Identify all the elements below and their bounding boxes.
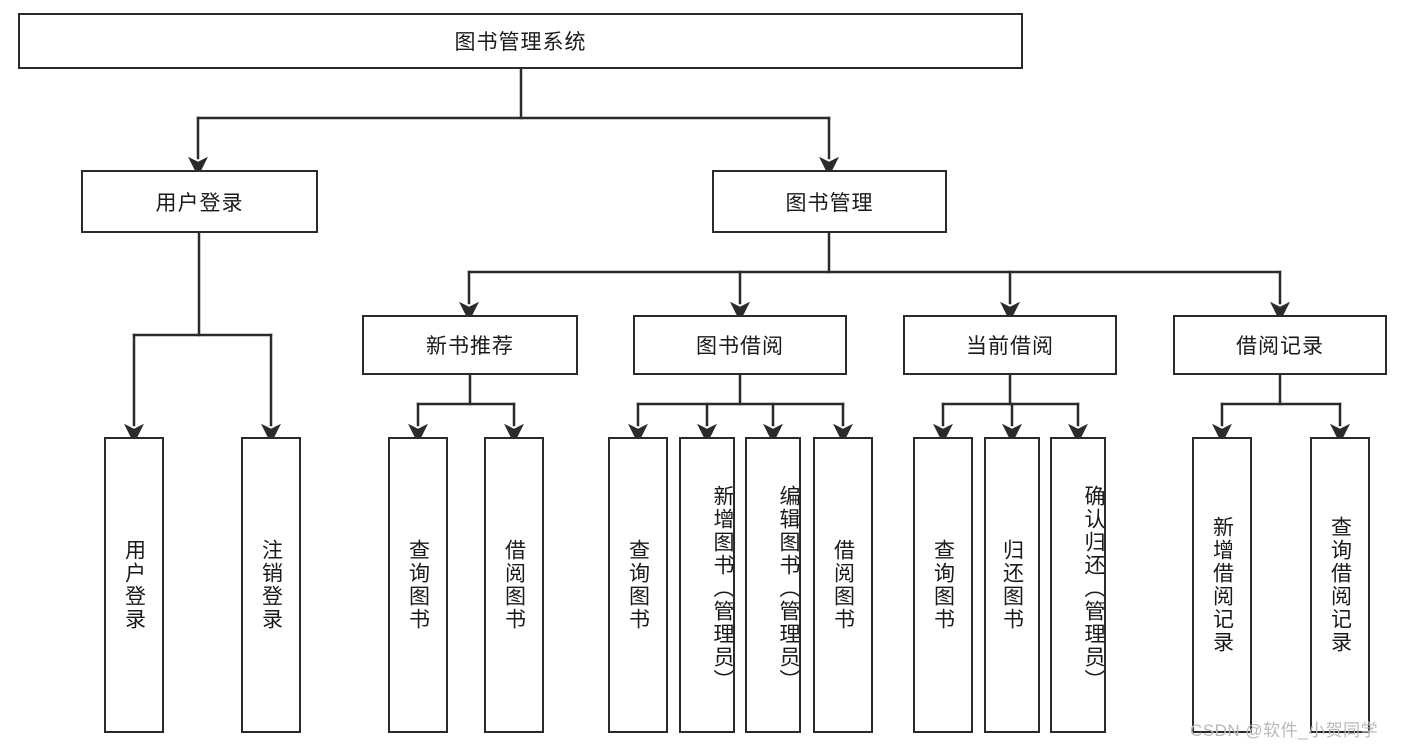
- node-leaf-query-book-1[interactable]: 查询图书: [388, 437, 448, 733]
- node-leaf-user-login-label: 用户登录: [122, 539, 146, 631]
- node-book-manage[interactable]: 图书管理: [712, 170, 947, 233]
- node-leaf-add-borrow-record-label: 新增借阅记录: [1210, 516, 1234, 654]
- node-leaf-edit-book-admin-label: 编辑图书（管理员）: [777, 484, 800, 692]
- node-leaf-borrow-book-1-label: 借阅图书: [502, 539, 526, 631]
- node-leaf-query-book-3[interactable]: 查询图书: [913, 437, 973, 733]
- node-leaf-query-borrow-record-label: 查询借阅记录: [1328, 516, 1352, 654]
- node-new-book-rec[interactable]: 新书推荐: [362, 315, 578, 375]
- node-user-login[interactable]: 用户登录: [81, 170, 318, 233]
- node-leaf-return-book[interactable]: 归还图书: [984, 437, 1040, 733]
- node-leaf-query-book-2-label: 查询图书: [626, 539, 650, 631]
- node-current-borrow[interactable]: 当前借阅: [903, 315, 1117, 375]
- node-new-book-rec-label: 新书推荐: [426, 335, 514, 358]
- node-leaf-return-book-label: 归还图书: [1000, 539, 1024, 631]
- node-borrow-record[interactable]: 借阅记录: [1173, 315, 1387, 375]
- node-book-borrow-label: 图书借阅: [696, 335, 784, 358]
- node-leaf-borrow-book-2[interactable]: 借阅图书: [813, 437, 873, 733]
- node-leaf-add-borrow-record[interactable]: 新增借阅记录: [1192, 437, 1252, 733]
- node-leaf-user-login[interactable]: 用户登录: [104, 437, 164, 733]
- node-leaf-logout-label: 注销登录: [259, 539, 283, 631]
- node-leaf-logout[interactable]: 注销登录: [241, 437, 301, 733]
- node-leaf-add-book-admin[interactable]: 新增图书（管理员）: [679, 437, 735, 733]
- node-leaf-borrow-book-2-label: 借阅图书: [831, 539, 855, 631]
- node-leaf-add-book-admin-label: 新增图书（管理员）: [711, 484, 734, 692]
- node-leaf-edit-book-admin[interactable]: 编辑图书（管理员）: [745, 437, 801, 733]
- node-leaf-query-book-1-label: 查询图书: [406, 539, 430, 631]
- node-user-login-label: 用户登录: [155, 191, 244, 215]
- node-leaf-borrow-book-1[interactable]: 借阅图书: [484, 437, 544, 733]
- node-leaf-confirm-return-admin[interactable]: 确认归还（管理员）: [1050, 437, 1106, 733]
- node-current-borrow-label: 当前借阅: [966, 335, 1054, 358]
- node-root[interactable]: 图书管理系统: [18, 13, 1023, 69]
- node-leaf-query-borrow-record[interactable]: 查询借阅记录: [1310, 437, 1370, 733]
- watermark-text: CSDN @软件_小贺同学: [1190, 721, 1379, 740]
- node-borrow-record-label: 借阅记录: [1236, 335, 1324, 358]
- node-root-label: 图书管理系统: [454, 31, 587, 54]
- node-book-borrow[interactable]: 图书借阅: [633, 315, 847, 375]
- node-book-manage-label: 图书管理: [785, 191, 874, 215]
- node-leaf-query-book-3-label: 查询图书: [931, 539, 955, 631]
- node-leaf-query-book-2[interactable]: 查询图书: [608, 437, 668, 733]
- node-leaf-confirm-return-admin-label: 确认归还（管理员）: [1082, 484, 1105, 692]
